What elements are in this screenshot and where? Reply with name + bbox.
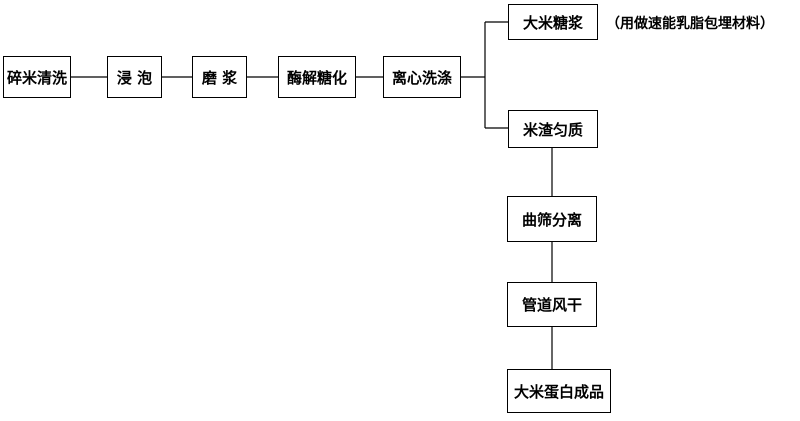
step-centrifuge: 离心洗涤 bbox=[383, 56, 461, 98]
step-enzyme: 酶解糖化 bbox=[278, 56, 356, 98]
syrup-usage-note: （用做速能乳脂包埋材料） bbox=[606, 16, 774, 32]
step-soak: 浸 泡 bbox=[107, 56, 162, 98]
step-sieve: 曲筛分离 bbox=[507, 196, 597, 242]
step-dry: 管道风干 bbox=[507, 282, 597, 327]
step-product: 大米蛋白成品 bbox=[507, 369, 611, 413]
step-residue: 米渣匀质 bbox=[508, 110, 598, 148]
step-crush-wash: 碎米清洗 bbox=[3, 56, 71, 98]
step-syrup: 大米糖浆 bbox=[508, 4, 598, 40]
step-grind: 磨 浆 bbox=[192, 56, 247, 98]
